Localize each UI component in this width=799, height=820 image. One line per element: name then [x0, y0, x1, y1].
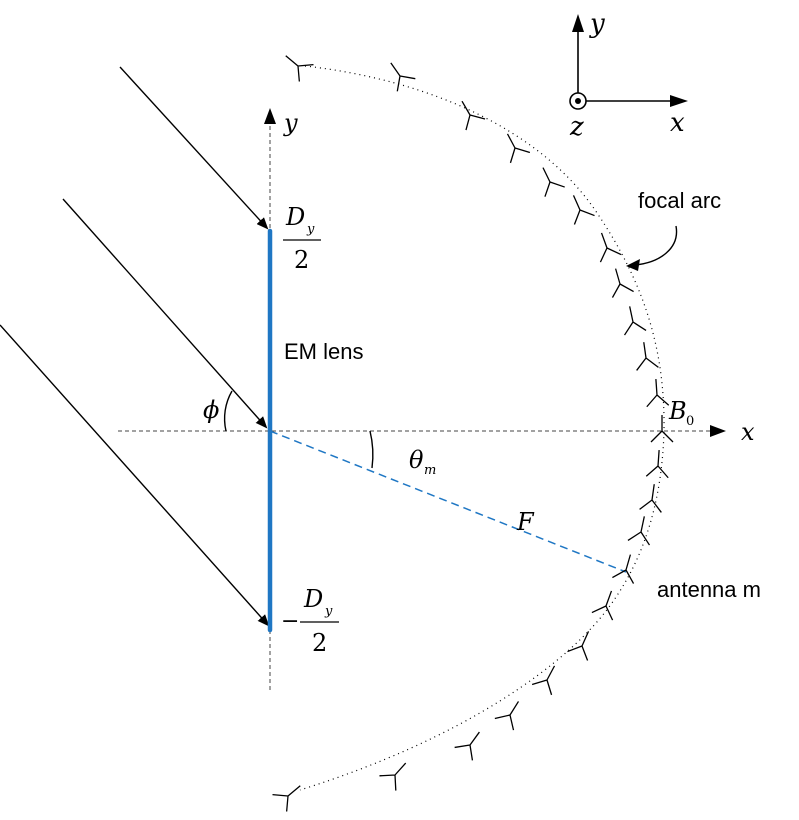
- svg-text:B: B: [668, 397, 687, 425]
- coord-z-label: z: [569, 112, 584, 142]
- antenna-element: [627, 516, 651, 546]
- antenna-element: [506, 133, 531, 164]
- bottom-half-aperture-label: − D y 2: [281, 585, 339, 657]
- antenna-element: [599, 232, 622, 263]
- svg-text:2: 2: [312, 629, 327, 657]
- b0-label: B 0: [668, 397, 694, 429]
- antenna-element: [379, 762, 407, 791]
- svg-text:θ: θ: [409, 446, 424, 474]
- antenna-element: [612, 554, 635, 584]
- coord-x-label: x: [670, 108, 685, 138]
- coord-y-arrowhead: [572, 14, 584, 32]
- svg-text:y: y: [306, 222, 315, 237]
- antenna-element: [531, 665, 556, 696]
- incident-ray-2: [62, 198, 268, 429]
- antenna-element: [454, 731, 480, 761]
- svg-text:D: D: [303, 585, 323, 613]
- antenna-element: [542, 167, 565, 197]
- x-axis-arrowhead: [710, 425, 726, 437]
- em-lens-label: EM lens: [284, 339, 363, 364]
- focal-arc-pointer-head: [626, 259, 640, 271]
- antenna-element: [611, 268, 634, 298]
- phi-label: ϕ: [203, 396, 219, 424]
- theta-angle-arc: [369, 430, 374, 469]
- antenna-element: [636, 342, 659, 371]
- antenna-element: [650, 415, 674, 443]
- coord-z-dot: [575, 98, 581, 104]
- antenna-element: [567, 631, 590, 661]
- svg-text:y: y: [324, 604, 333, 619]
- antenna-element: [646, 378, 670, 408]
- antenna-element: [591, 590, 614, 621]
- antenna-element: [272, 785, 301, 812]
- focal-distance-line: [269, 430, 627, 573]
- svg-text:0: 0: [686, 414, 694, 429]
- y-axis-arrowhead: [264, 108, 276, 124]
- svg-text:m: m: [424, 463, 436, 478]
- top-half-aperture-label: D y 2: [283, 203, 321, 274]
- svg-text:2: 2: [294, 246, 309, 274]
- focal-arc: [299, 65, 665, 791]
- antenna-m-label: antenna m: [657, 577, 761, 602]
- theta-m-label: θ m: [409, 446, 436, 478]
- antenna-element: [623, 306, 647, 336]
- coord-y-label: y: [589, 9, 605, 39]
- incident-ray-3: [0, 324, 270, 627]
- y-axis-label: y: [283, 109, 298, 137]
- antenna-element: [390, 62, 416, 92]
- antenna-array: [272, 55, 674, 812]
- antenna-element: [572, 195, 595, 225]
- x-axis-label: x: [741, 418, 755, 446]
- svg-text:D: D: [285, 203, 305, 231]
- antenna-element: [494, 701, 520, 731]
- antenna-element: [639, 484, 662, 513]
- incident-ray-1: [119, 66, 269, 230]
- focal-length-label: F: [516, 508, 535, 536]
- svg-text:−: −: [281, 609, 299, 634]
- antenna-element: [461, 100, 486, 131]
- antenna-element: [285, 55, 314, 82]
- focal-arc-label: focal arc: [638, 188, 721, 213]
- phi-angle-arc: [223, 390, 233, 432]
- antenna-element: [645, 449, 669, 479]
- coord-x-arrowhead: [670, 95, 688, 107]
- focal-arc-pointer: [633, 225, 678, 266]
